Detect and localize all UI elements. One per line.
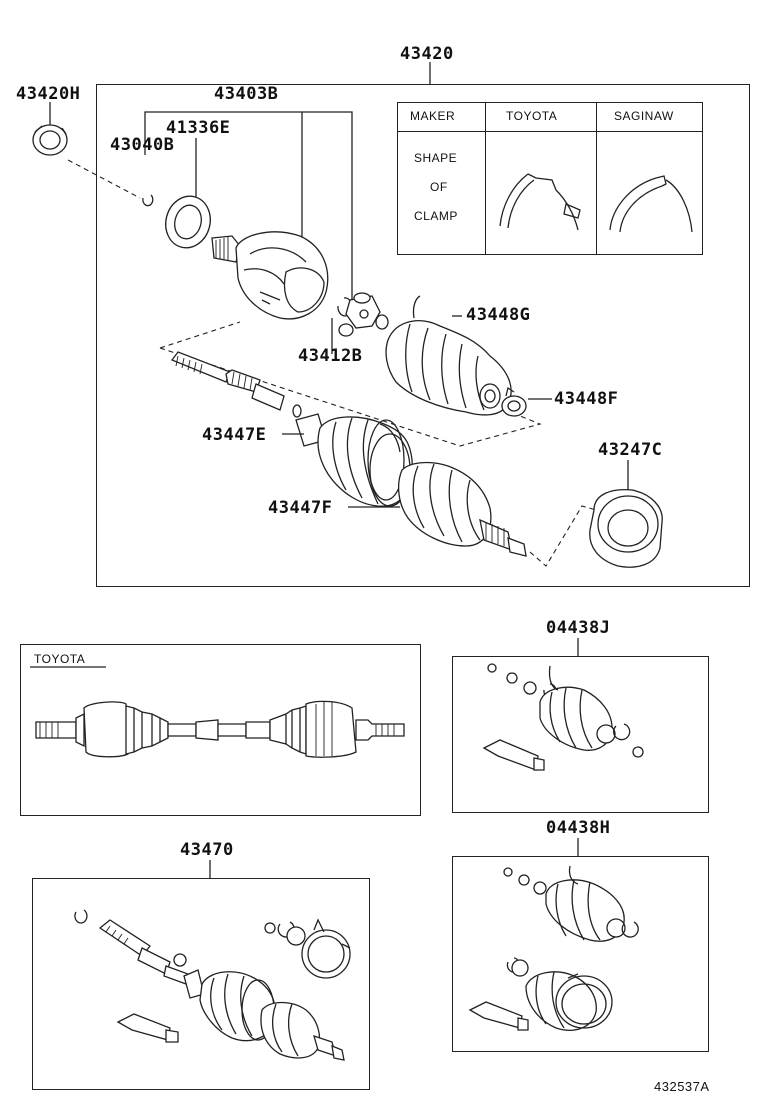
drive-shaft-assembly-icon [74,909,351,1061]
inner-clamp-icon [501,386,527,417]
shaft-assembly-part-number: 43470 [180,840,234,860]
snap-ring-small-icon [142,194,154,207]
callout-seal: 43420H [16,84,81,104]
inner-boot-icon [385,295,512,416]
callout-snap-ring-small: 43040B [110,135,175,155]
outer-boot-kit-part-number: 04438H [546,818,611,838]
callout-inner-boot: 43448G [466,305,531,325]
assembly-part-number: 43420 [400,44,454,64]
outer-joint-boot-icon [295,413,527,557]
callout-inner-joint: 43403B [214,84,279,104]
table-row-label-line-2: OF [430,180,448,194]
toyota-panel-frame [20,644,421,816]
inner-boot-kit-frame [452,656,709,813]
toyota-clamp-sketch [499,173,581,231]
shaft-assembly-frame [32,878,370,1090]
saginaw-clamp-sketch [609,175,693,233]
dust-deflector-icon [165,195,211,249]
seal-ring-icon [32,124,68,156]
toyota-panel-label: TOYOTA [34,652,86,666]
outer-boot-kit-frame [452,856,709,1052]
callout-outer-boot: 43447E [202,425,267,445]
tripod-joint-icon [338,292,389,337]
inner-boot-kit-icon [482,663,644,771]
table-row-label-line-1: SHAPE [414,151,458,165]
outer-boot-kit-icon [468,865,639,1031]
callout-inner-clamp: 43448F [554,389,619,409]
table-row-label-line-3: CLAMP [414,209,458,223]
table-header-maker: MAKER [410,109,456,123]
drive-shaft-icon [170,351,302,418]
toyota-shaft-assembly-icon [35,700,405,758]
callout-dust-cover: 43247C [598,440,663,460]
clamp-table [397,102,703,255]
table-header-saginaw: SAGINAW [614,109,674,123]
callout-dust-deflector: 41336E [166,118,231,138]
dust-cover-icon [589,488,663,568]
callout-snap-ring: 43412B [298,346,363,366]
table-header-toyota: TOYOTA [506,109,558,123]
illustration-number: 432537A [654,1079,710,1094]
inner-joint-housing-icon [211,231,329,320]
main-assembly-frame [96,84,750,587]
callout-outer-clamp: 43447F [268,498,333,518]
inner-boot-kit-part-number: 04438J [546,618,611,638]
